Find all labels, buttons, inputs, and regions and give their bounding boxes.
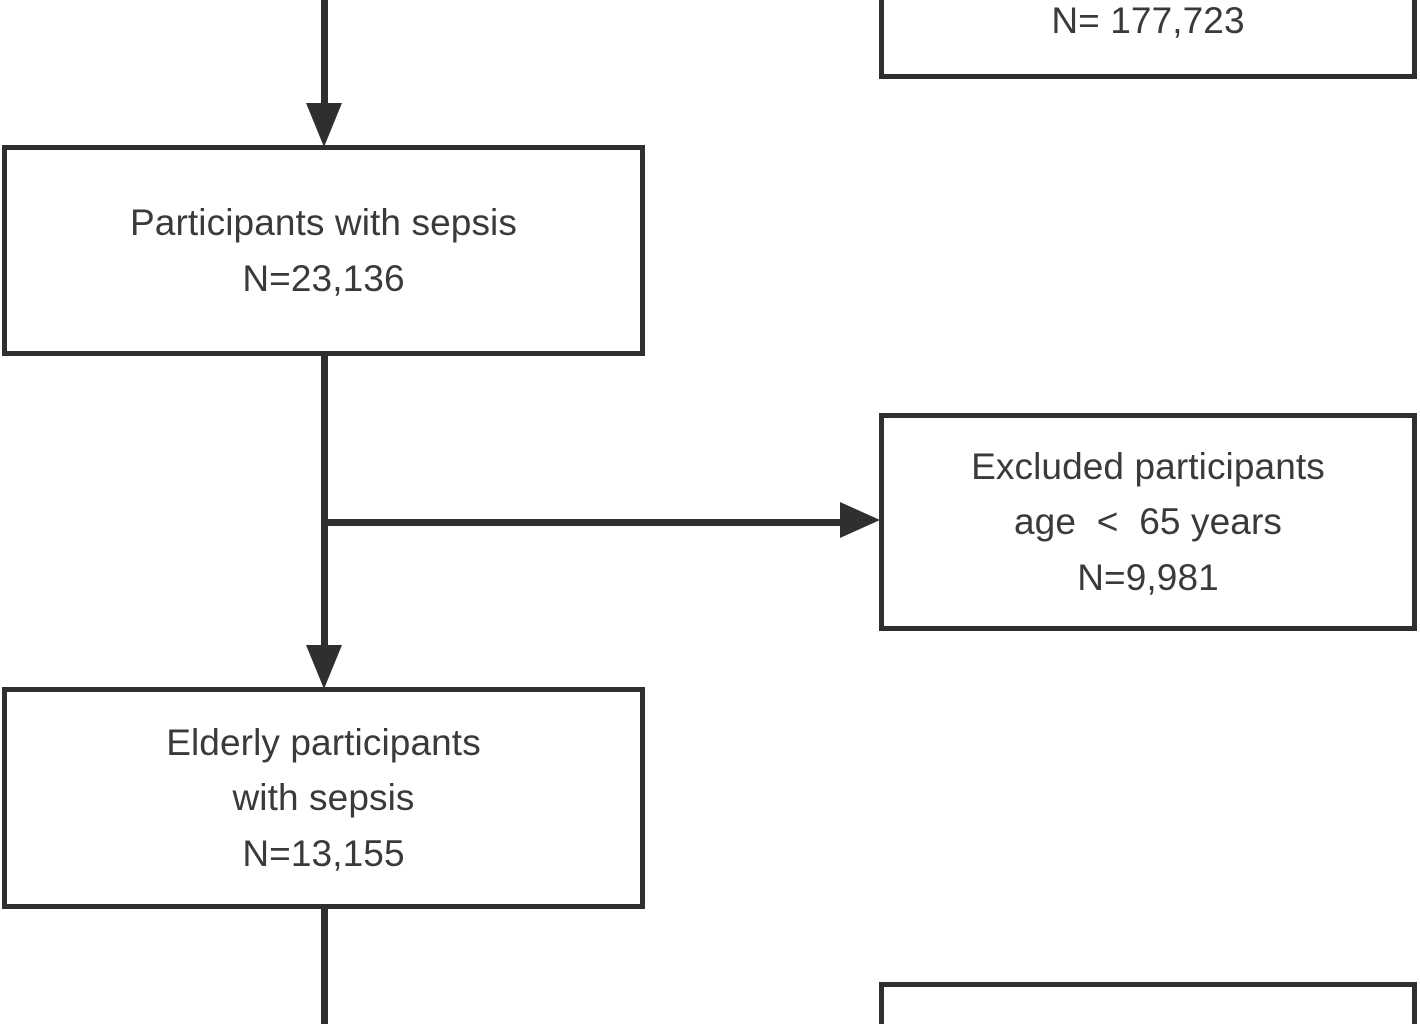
arrow-down-icon-into-sepsis xyxy=(306,103,342,147)
connector-sepsis-to-elderly-line xyxy=(321,356,328,648)
arrow-right-icon-into-excluded-age xyxy=(840,502,880,538)
connector-incoming-vertical-line xyxy=(321,0,328,106)
node-elderly-sepsis: Elderly participants with sepsis N=13,15… xyxy=(2,687,645,909)
node-sepsis-participants-line-1: Participants with sepsis xyxy=(130,202,517,243)
arrow-down-icon-into-elderly xyxy=(306,645,342,689)
node-elderly-sepsis-line-2: with sepsis xyxy=(232,777,415,819)
node-excluded-age: Excluded participants age < 65 years N=9… xyxy=(879,413,1417,631)
node-source-cohort: N= 177,723 xyxy=(879,0,1417,79)
node-elderly-sepsis-line-3: N=13,155 xyxy=(242,832,405,874)
node-excluded-second xyxy=(879,982,1417,1024)
node-excluded-age-line-3: N=9,981 xyxy=(1077,556,1219,598)
node-excluded-age-line-1: Excluded participants xyxy=(971,445,1325,487)
node-elderly-sepsis-line-1: Elderly participants xyxy=(166,721,481,763)
node-sepsis-participants-line-2: N=23,136 xyxy=(242,257,405,299)
node-excluded-age-line-2: age < 65 years xyxy=(1014,501,1282,543)
node-source-cohort-line-1: N= 177,723 xyxy=(1051,0,1245,41)
connector-branch-to-excluded-age-line xyxy=(324,519,844,526)
node-sepsis-participants: Participants with sepsis N=23,136 xyxy=(2,145,645,356)
connector-elderly-downstream-line xyxy=(321,908,328,1024)
